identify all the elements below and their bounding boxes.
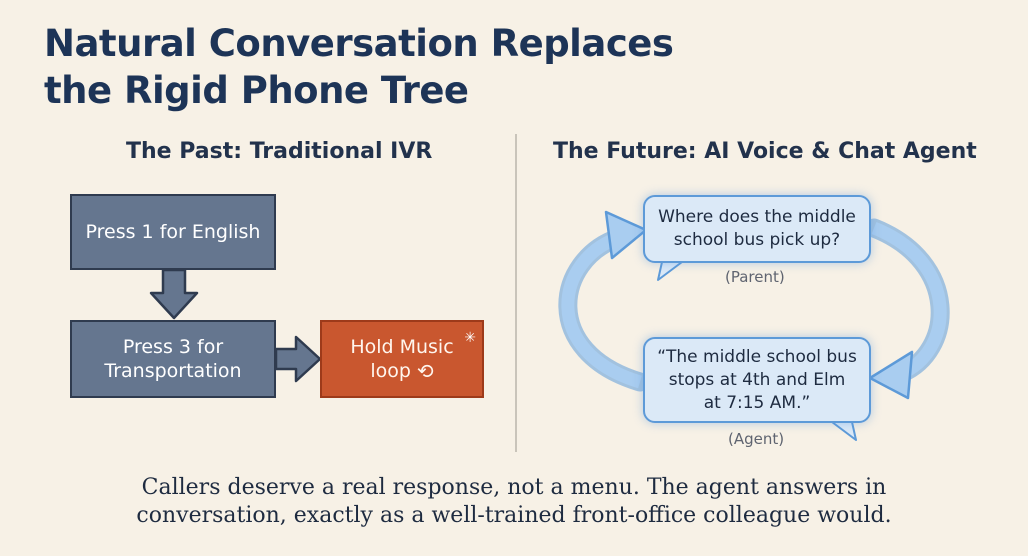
parent-message-line-1: Where does the middle (658, 207, 856, 227)
ivr-step-transportation: Press 3 for Transportation (70, 320, 276, 398)
page-title-line-2: the Rigid Phone Tree (44, 69, 469, 112)
footer-line-2: conversation, exactly as a well-trained … (136, 503, 892, 528)
down-arrow (149, 268, 199, 320)
parent-message: Where does the middle school bus pick up… (658, 206, 856, 252)
future-panel-heading: The Future: AI Voice & Chat Agent (553, 139, 977, 164)
agent-bubble-tail (831, 421, 857, 441)
panel-divider (515, 134, 517, 452)
hold-music-box: Hold Music loop ⟲ ✳ (320, 320, 484, 398)
cycle-arrowhead-right (868, 350, 914, 400)
ivr-step-transportation-line-2: Transportation (104, 360, 242, 382)
hold-music-line-2: loop (370, 360, 411, 382)
agent-message: “The middle school bus stops at 4th and … (657, 346, 857, 415)
loop-icon: ⟲ (416, 359, 434, 383)
agent-message-line-2: stops at 4th and Elm (668, 369, 846, 390)
hold-music-row: loop ⟲ (370, 359, 433, 383)
parent-label: (Parent) (725, 268, 785, 286)
page-title-line-1: Natural Conversation Replaces (44, 22, 674, 65)
ivr-step-english: Press 1 for English (70, 194, 276, 270)
parent-message-line-2: school bus pick up? (673, 230, 841, 250)
frustration-burst-icon: ✳ (464, 330, 476, 346)
page-title: Natural Conversation Replaces the Rigid … (44, 20, 744, 114)
parent-bubble-tail (657, 261, 683, 281)
ivr-step-english-label: Press 1 for English (85, 221, 261, 243)
agent-label: (Agent) (728, 430, 785, 448)
agent-speech-bubble: “The middle school bus stops at 4th and … (643, 337, 871, 423)
agent-message-line-3: at 7:15 AM.” (703, 392, 811, 413)
agent-message-line-1: “The middle school bus (657, 346, 857, 367)
past-panel-heading: The Past: Traditional IVR (126, 139, 433, 164)
hold-music-line-1: Hold Music (350, 336, 454, 358)
right-arrow (274, 335, 322, 383)
parent-speech-bubble: Where does the middle school bus pick up… (643, 195, 871, 263)
footer-line-1: Callers deserve a real response, not a m… (141, 475, 887, 500)
footer-statement: Callers deserve a real response, not a m… (60, 474, 968, 530)
ivr-step-transportation-line-1: Press 3 for (122, 336, 224, 358)
cycle-arrowhead-left (604, 210, 648, 260)
